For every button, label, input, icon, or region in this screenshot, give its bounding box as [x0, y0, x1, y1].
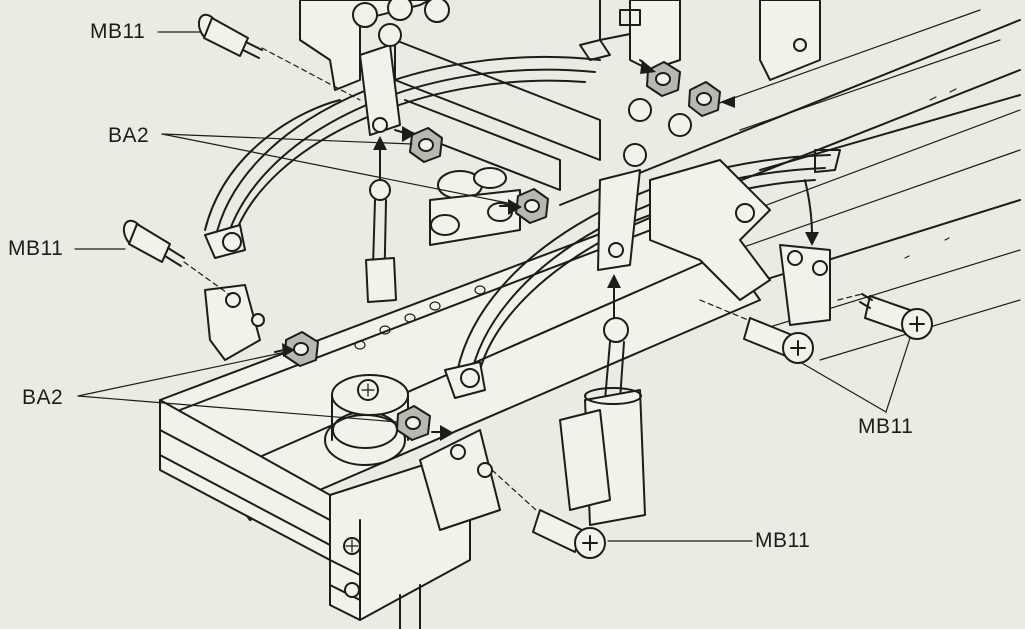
nut-lower-2: [396, 405, 431, 441]
leader-lines: [74, 31, 911, 542]
nut-lower-1: [284, 331, 319, 367]
screw-top-left: [197, 13, 263, 59]
shouldered-screws: [122, 13, 933, 559]
callout-ba2-lower: BA2: [22, 386, 64, 409]
spring-shackles: [204, 44, 831, 531]
nut-top-2: [688, 81, 721, 117]
callout-ba2-upper: BA2: [108, 124, 150, 147]
hex-nuts: [284, 61, 721, 441]
nut-upper-2: [515, 188, 549, 224]
top-bolts: [352, 0, 692, 167]
shock-absorbers: [365, 179, 646, 526]
screw-mid-left: [122, 219, 185, 267]
upper-bulkhead: [299, 0, 821, 191]
nut-top-1: [646, 61, 681, 97]
callout-mb11-top-left: MB11: [90, 20, 146, 43]
gear-differential: [324, 167, 521, 466]
guide-lines: [183, 47, 863, 511]
screw-right-1: [859, 293, 933, 340]
callout-mb11-bottom: MB11: [755, 529, 811, 552]
screw-bottom: [532, 509, 606, 559]
callout-mb11-mid-left: MB11: [8, 237, 64, 260]
leaf-spring-left: [204, 39, 611, 259]
nut-upper-1: [409, 127, 443, 163]
screw-right-2: [743, 317, 814, 364]
callout-mb11-right: MB11: [858, 415, 914, 438]
